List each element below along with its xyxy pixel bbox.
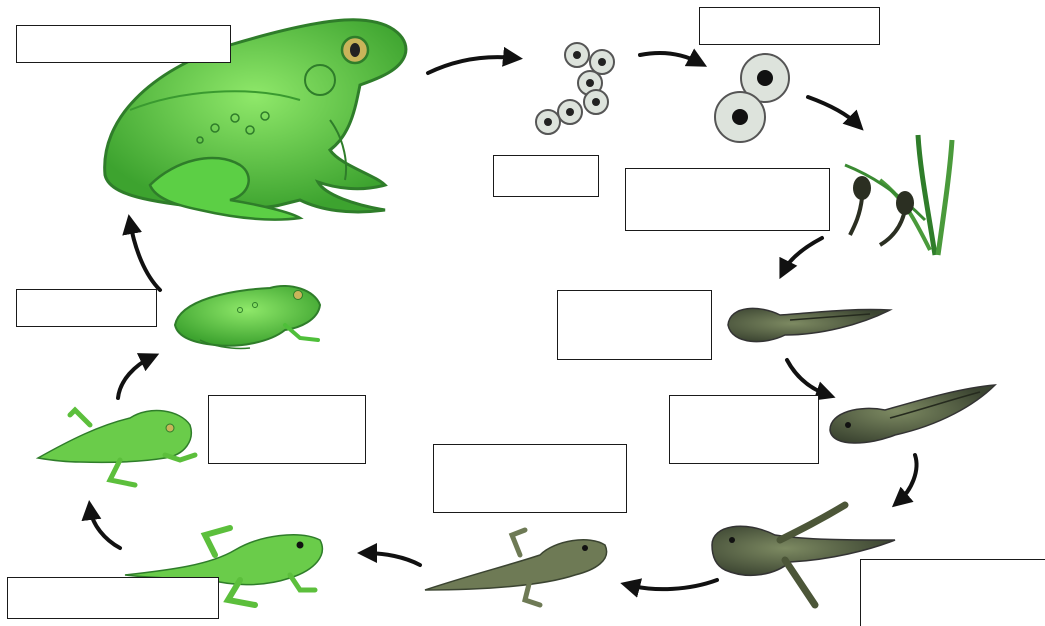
arrow-gills-to-legs	[898, 455, 916, 502]
label-box-froglet[interactable]	[208, 395, 366, 464]
label-box-young-frog[interactable]	[16, 289, 157, 327]
arrow-eggs-to-hatchlings	[808, 97, 858, 125]
tadpole-with-gills-illustration	[830, 385, 995, 443]
single-eggs-illustration	[715, 54, 789, 142]
egg-cluster-illustration	[536, 43, 614, 134]
label-box-young-tadpole[interactable]	[557, 290, 712, 360]
arrow-froglet-to-young-frog	[118, 357, 152, 398]
young-tadpole-illustration	[728, 308, 890, 341]
label-box-tadpole-with-gills[interactable]	[669, 395, 819, 464]
label-text-froglet	[285, 428, 289, 432]
label-text-froglet-with-tail	[111, 596, 115, 600]
label-text-hatching-tadpoles	[726, 198, 730, 202]
tadpole-with-four-legs-illustration	[425, 530, 607, 605]
label-box-froglet-with-tail[interactable]	[7, 577, 219, 619]
label-box-hatching-tadpoles[interactable]	[625, 168, 830, 231]
arrow-froglet-tail-to-froglet	[90, 508, 120, 548]
label-box-tadpole-with-four-legs[interactable]	[433, 444, 627, 513]
froglet-illustration	[38, 410, 195, 485]
hatching-tadpoles-illustration	[845, 135, 952, 255]
arrow-hatchlings-to-young-tadpole	[783, 238, 822, 272]
label-box-egg-cluster[interactable]	[493, 155, 599, 197]
arrow-egg-cluster-to-single-eggs	[640, 53, 700, 63]
arrow-legs-to-four-legs	[628, 580, 717, 589]
young-frog-illustration	[175, 286, 320, 348]
arrow-four-legs-to-froglet-tail	[365, 553, 420, 565]
label-text-tadpole-with-gills	[742, 428, 746, 432]
arrow-adult-to-eggs	[428, 57, 515, 73]
label-box-adult-frog[interactable]	[16, 25, 231, 63]
label-text-young-frog	[85, 306, 89, 310]
label-text-single-eggs	[788, 24, 792, 28]
label-box-single-eggs[interactable]	[699, 7, 880, 45]
arrow-young-tadpole-to-gills	[787, 360, 828, 395]
label-text-young-tadpole	[633, 323, 637, 327]
label-text-tadpole-with-hind-legs	[951, 591, 955, 595]
label-text-egg-cluster	[544, 174, 548, 178]
arrow-young-frog-to-adult	[130, 222, 160, 290]
label-text-adult-frog	[122, 42, 126, 46]
label-text-tadpole-with-four-legs	[528, 477, 532, 481]
label-box-tadpole-with-hind-legs[interactable]	[860, 559, 1045, 626]
